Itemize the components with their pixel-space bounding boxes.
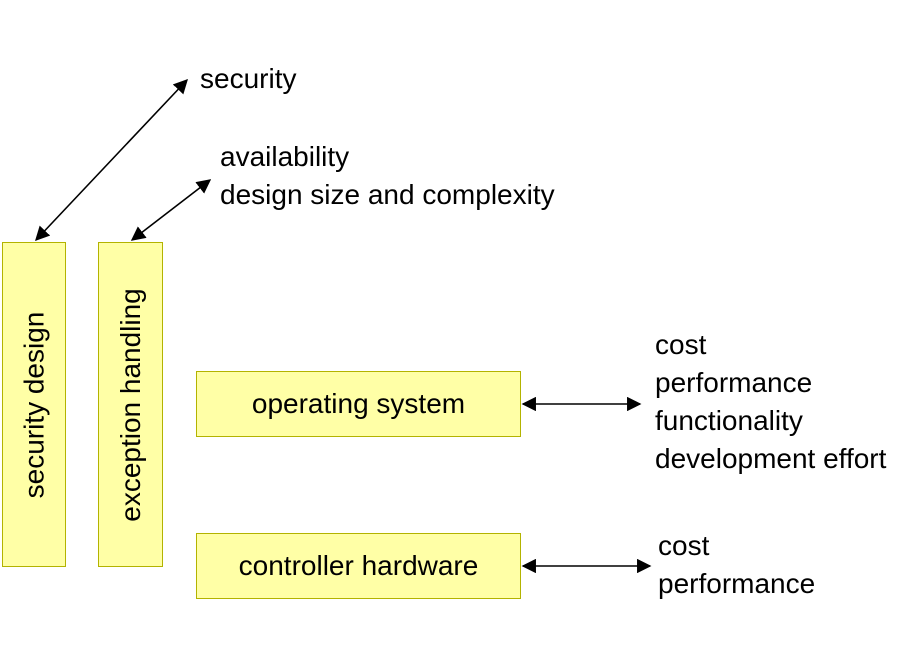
operating-system-attributes: cost performance functionality developme… <box>655 326 886 478</box>
controller-hardware-attributes: cost performance <box>658 527 815 603</box>
security-design-box: security design <box>2 242 66 567</box>
performance-attribute: performance <box>658 568 816 599</box>
exception-attributes: availability design size and complexity <box>220 138 555 214</box>
operating-system-label: operating system <box>251 388 466 419</box>
controller-hardware-label: controller hardware <box>238 550 479 581</box>
exception-handling-label: exception handling <box>114 287 146 522</box>
controller-hardware-box: controller hardware <box>196 533 521 599</box>
security-attribute: security <box>200 63 297 94</box>
security-arrow <box>35 78 188 242</box>
cost-attribute: cost <box>655 329 707 360</box>
design-size-attribute: design size and complexity <box>220 179 555 210</box>
functionality-attribute: functionality <box>655 405 803 436</box>
exception-arrow <box>130 179 212 241</box>
exception-handling-box: exception handling <box>98 242 163 567</box>
availability-attribute: availability <box>220 141 350 172</box>
security-attributes: security <box>200 60 296 98</box>
performance-attribute: performance <box>655 367 813 398</box>
security-design-label: security design <box>18 311 50 498</box>
operating-system-box: operating system <box>196 371 521 437</box>
cost-attribute: cost <box>658 530 710 561</box>
development-effort-attribute: development effort <box>655 443 887 474</box>
